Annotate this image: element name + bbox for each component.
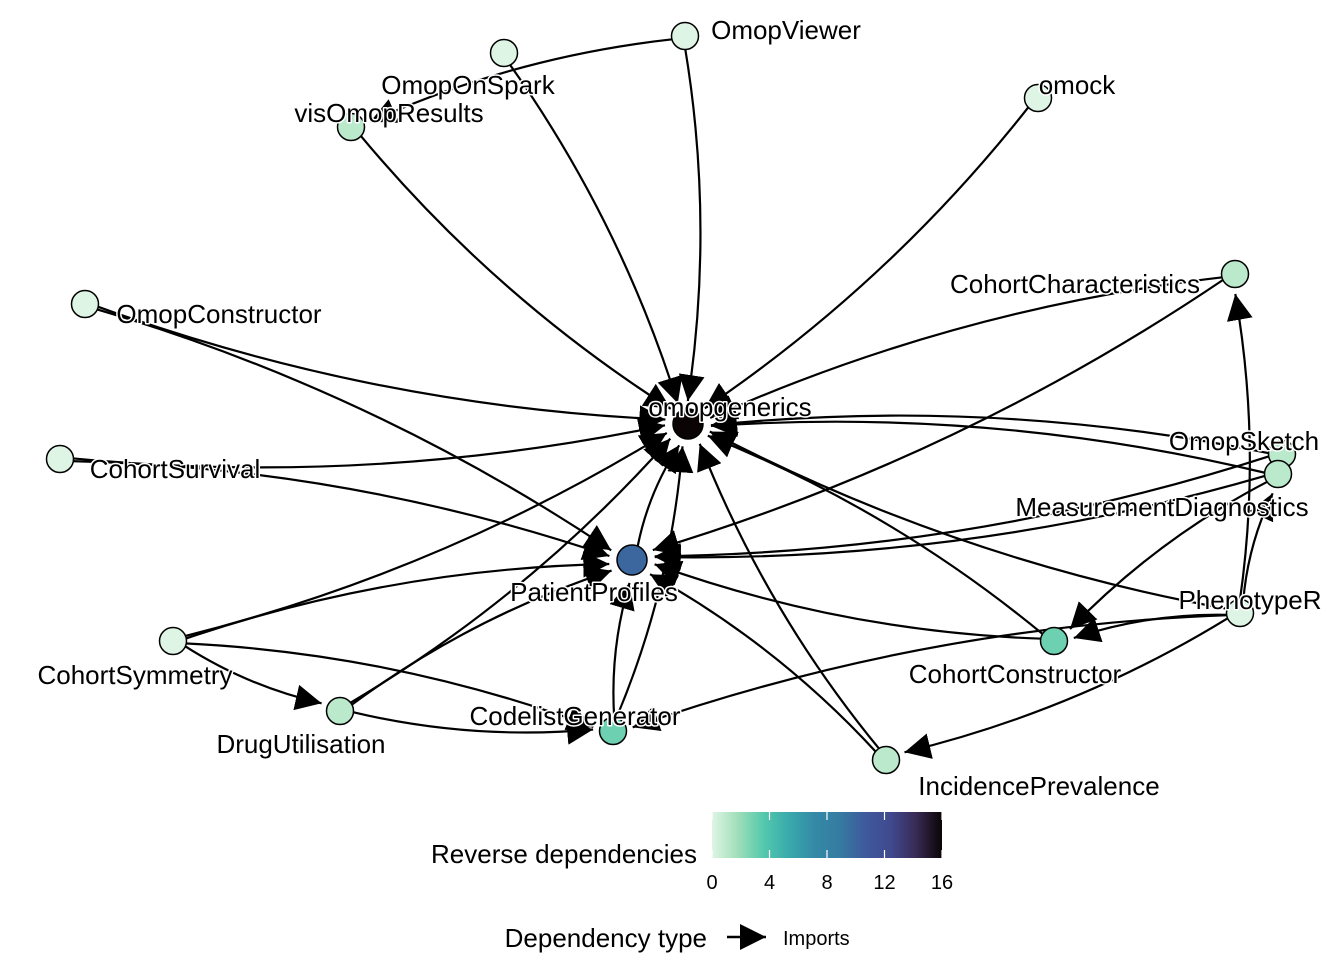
- node-label-DrugUtilisation: DrugUtilisation: [216, 729, 385, 759]
- node-label-CohortConstructor: CohortConstructor: [909, 659, 1122, 689]
- node-DrugUtilisation[interactable]: [325, 696, 355, 726]
- node-label-OmopViewer: OmopViewer: [711, 15, 861, 45]
- node-omopgenerics[interactable]: [672, 408, 704, 440]
- legend-edge-key: Imports: [783, 928, 850, 950]
- legend-color: Reverse dependencies 0 4 8 12 16: [431, 812, 953, 894]
- edge-visOmopResults-to-omopgenerics: [359, 134, 672, 410]
- node-MeasurementDiagnostics[interactable]: [1263, 459, 1293, 489]
- edge-omock-to-omopgenerics: [704, 105, 1031, 410]
- node-CodelistGenerator[interactable]: [598, 716, 628, 746]
- edge-CohortSurvival-to-PatientProfiles: [71, 460, 610, 560]
- node-CohortSurvival[interactable]: [45, 444, 75, 474]
- edge-CohortCharacteristics-to-omopgenerics: [709, 276, 1224, 420]
- edge-PhenotypeR-to-IncidencePrevalence: [904, 616, 1230, 759]
- edge-OmopViewer-to-visOmopResults: [369, 38, 674, 123]
- edge-PhenotypeR-to-CohortConstructor: [1073, 613, 1229, 643]
- node-label-CohortSurvival: CohortSurvival: [90, 454, 261, 484]
- node-label-CodelistGenerator: CodelistGenerator: [470, 701, 681, 731]
- node-CohortConstructor[interactable]: [1039, 626, 1069, 656]
- legend-edge: Dependency type Imports: [505, 923, 850, 953]
- edge-PhenotypeR-to-CohortCharacteristics: [1226, 293, 1253, 602]
- node-label-OmopConstructor: OmopConstructor: [116, 299, 322, 329]
- edges-layer: [71, 38, 1274, 759]
- node-omock[interactable]: [1023, 83, 1053, 113]
- node-PatientProfiles[interactable]: [616, 544, 648, 576]
- labels-layer: omopgenericsPatientProfilesCodelistGener…: [36, 14, 1323, 803]
- node-label-MeasurementDiagnostics: MeasurementDiagnostics: [1015, 492, 1308, 522]
- node-visOmopResults[interactable]: [336, 112, 366, 142]
- node-label-omock: omock: [1039, 70, 1117, 100]
- node-OmopOnSpark[interactable]: [489, 38, 519, 68]
- node-CohortSymmetry[interactable]: [158, 626, 188, 656]
- edge-MeasurementDiagnostics-to-omopgenerics: [710, 411, 1267, 475]
- edge-OmopOnSpark-to-omopgenerics: [508, 63, 683, 404]
- edge-OmopConstructor-to-omopgenerics: [96, 305, 666, 432]
- node-label-PhenotypeR: PhenotypeR: [1178, 585, 1321, 615]
- nodes-layer: [45, 21, 1297, 775]
- edge-OmopSketch-to-PatientProfiles: [654, 454, 1271, 570]
- color-scale-ticks: [711, 812, 943, 858]
- edge-CohortSymmetry-to-DrugUtilisation: [183, 644, 322, 711]
- node-CohortCharacteristics[interactable]: [1220, 259, 1250, 289]
- scale-tick-label: 4: [764, 872, 775, 894]
- node-OmopConstructor[interactable]: [70, 289, 100, 319]
- node-IncidencePrevalence[interactable]: [871, 745, 901, 775]
- scale-tick-label: 0: [706, 872, 717, 894]
- node-label-omopgenerics: omopgenerics: [648, 392, 811, 422]
- edge-OmopViewer-to-omopgenerics: [678, 47, 705, 402]
- node-label-PatientProfiles: PatientProfiles: [510, 577, 678, 607]
- edge-OmopConstructor-to-PatientProfiles: [95, 308, 612, 552]
- node-label-CohortSymmetry: CohortSymmetry: [37, 660, 232, 690]
- edge-DrugUtilisation-to-PatientProfiles: [350, 566, 612, 707]
- scale-tick-label: 8: [821, 872, 832, 894]
- edge-DrugUtilisation-to-CodelistGenerator: [351, 710, 594, 745]
- node-PhenotypeR[interactable]: [1225, 598, 1255, 628]
- edge-CohortCharacteristics-to-PatientProfiles: [652, 278, 1225, 556]
- edge-PhenotypeR-to-MeasurementDiagnostics: [1242, 492, 1274, 602]
- edge-CodelistGenerator-to-PatientProfiles: [609, 582, 635, 720]
- node-OmopViewer[interactable]: [670, 21, 700, 51]
- node-label-OmopOnSpark: OmopOnSpark: [381, 70, 555, 100]
- node-label-IncidencePrevalence: IncidencePrevalence: [918, 771, 1159, 801]
- edge-CohortSymmetry-to-PatientProfiles: [184, 551, 610, 640]
- legend-edge-title: Dependency type: [505, 923, 707, 953]
- edge-PhenotypeR-to-CodelistGenerator: [632, 614, 1229, 731]
- edge-IncidencePrevalence-to-omopgenerics: [697, 443, 881, 751]
- edge-OmopSketch-to-omopgenerics: [710, 409, 1271, 455]
- edge-MeasurementDiagnostics-to-CohortConstructor: [1069, 480, 1269, 630]
- scale-tick-label: 12: [873, 872, 895, 894]
- edge-CohortSymmetry-to-CodelistGenerator: [184, 642, 594, 731]
- node-label-OmopSketch: OmopSketch: [1169, 426, 1319, 456]
- legend-color-title: Reverse dependencies: [431, 839, 697, 869]
- scale-tick-label: 16: [931, 872, 953, 894]
- node-label-visOmopResults: visOmopResults: [294, 98, 483, 128]
- edge-IncidencePrevalence-to-PatientProfiles: [649, 573, 878, 754]
- edge-CohortConstructor-to-omopgenerics: [707, 433, 1045, 636]
- edge-PatientProfiles-to-omopgenerics: [636, 444, 681, 547]
- node-label-CohortCharacteristics: CohortCharacteristics: [950, 269, 1200, 299]
- edge-CohortConstructor-to-PatientProfiles: [654, 560, 1043, 640]
